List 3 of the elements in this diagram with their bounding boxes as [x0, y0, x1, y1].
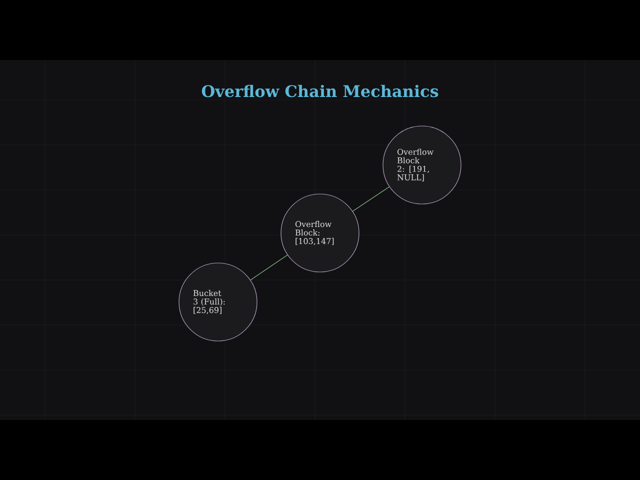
connector-line [250, 254, 288, 280]
connector-line [352, 186, 390, 212]
title: Overflow Chain Mechanics [202, 84, 438, 98]
